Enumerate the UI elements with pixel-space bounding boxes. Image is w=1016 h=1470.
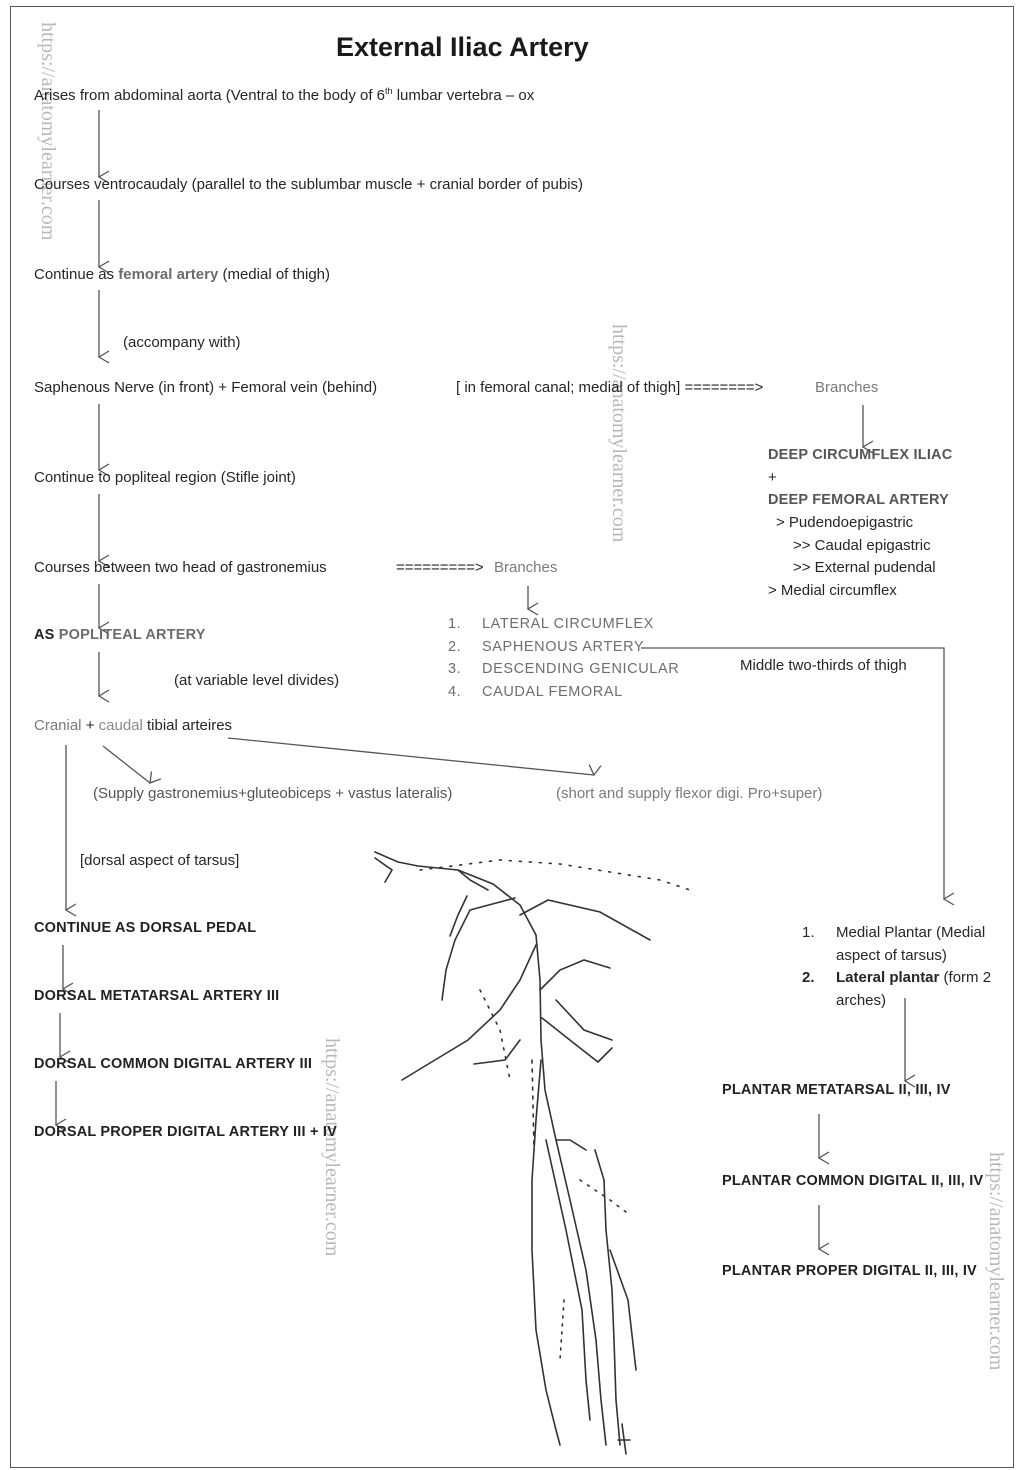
branch-item-4: 4.CAUDAL FEMORAL <box>448 684 623 700</box>
arrow-tibial-supply-right <box>227 737 602 777</box>
plantar-item-1-num: 1. <box>802 924 815 941</box>
note-middle-thigh: Middle two-thirds of thigh <box>740 657 907 674</box>
deep-femoral-artery: DEEP FEMORAL ARTERY <box>768 492 950 508</box>
arrow-tibial-supply-left <box>102 745 162 784</box>
branch-item-1: 1.LATERAL CIRCUMFLEX <box>448 616 654 632</box>
node-courses: Courses ventrocaudaly (parallel to the s… <box>34 176 584 193</box>
plantar-item-2-cont: arches) <box>836 992 887 1009</box>
plantar-item-1-cont: aspect of tarsus) <box>836 947 947 964</box>
deep-medial-circumflex: > Medial circumflex <box>768 582 897 599</box>
node-dorsal-proper-digital: DORSAL PROPER DIGITAL ARTERY III + IV <box>34 1124 337 1140</box>
watermark-center: https://anatomylearner.com <box>608 324 630 543</box>
page-frame <box>10 6 1014 1468</box>
node-plantar-common-digital: PLANTAR COMMON DIGITAL II, III, IV <box>722 1173 984 1189</box>
deep-caudal-epigastric: >> Caudal epigastric <box>793 537 931 554</box>
plantar-item-2: Lateral plantar (form 2 <box>836 969 992 986</box>
note-dorsal-tarsus: [dorsal aspect of tarsus] <box>80 852 240 869</box>
note-supply-right: (short and supply flexor digi. Pro+super… <box>556 785 823 802</box>
node-dorsal-metatarsal: DORSAL METATARSAL ARTERY III <box>34 988 280 1004</box>
arrow-saphenous-plantar <box>641 647 955 906</box>
deep-external-pudendal: >> External pudendal <box>793 559 936 576</box>
deep-plus: + <box>768 469 777 486</box>
node-tibial-arteries: Cranial + caudal tibial arteires <box>34 717 233 734</box>
note-accompany: (accompany with) <box>123 334 241 351</box>
watermark-right: https://anatomylearner.com <box>985 1152 1007 1371</box>
page-title: External Iliac Artery <box>336 32 589 62</box>
femoral-artery-label: femoral artery <box>118 266 219 283</box>
arrow-text-branches: =========> <box>396 559 484 576</box>
node-continue-femoral: Continue as femoral artery (medial of th… <box>34 266 331 283</box>
label-branches-2: Branches <box>494 559 558 576</box>
deep-pudendoepigastric: > Pudendoepigastric <box>776 514 914 531</box>
node-arises: Arises from abdominal aorta (Ventral to … <box>34 86 535 104</box>
plantar-item-2-num: 2. <box>802 969 815 986</box>
branch-item-2: 2.SAPHENOUS ARTERY <box>448 639 645 655</box>
node-femoral-canal: [ in femoral canal; medial of thigh] ===… <box>456 379 764 396</box>
node-dorsal-common-digital: DORSAL COMMON DIGITAL ARTERY III <box>34 1056 313 1072</box>
note-variable-level: (at variable level divides) <box>174 672 340 689</box>
branch-item-3: 3.DESCENDING GENICULAR <box>448 661 680 677</box>
node-between-heads: Courses between two head of gastronemius <box>34 559 327 576</box>
watermark-bottom: https://anatomylearner.com <box>321 1038 343 1257</box>
node-popliteal-region: Continue to popliteal region (Stifle joi… <box>34 469 296 486</box>
node-plantar-metatarsal: PLANTAR METATARSAL II, III, IV <box>722 1082 951 1098</box>
node-plantar-proper-digital: PLANTAR PROPER DIGITAL II, III, IV <box>722 1263 977 1279</box>
plantar-item-1: Medial Plantar (Medial <box>836 924 986 941</box>
note-supply-left: (Supply gastronemius+gluteobiceps + vast… <box>93 785 453 802</box>
node-popliteal-artery: AS POPLITEAL ARTERY <box>34 627 206 643</box>
label-branches-1: Branches <box>815 379 879 396</box>
node-saphenous-femoral-vein: Saphenous Nerve (in front) + Femoral vei… <box>34 379 378 396</box>
node-dorsal-pedal: CONTINUE AS DORSAL PEDAL <box>34 920 257 936</box>
artery-sketch <box>374 851 691 1455</box>
watermark-left: https://anatomylearner.com <box>37 22 59 241</box>
popliteal-artery-label: POPLITEAL ARTERY <box>58 627 206 643</box>
deep-circumflex-iliac: DEEP CIRCUMFLEX ILIAC <box>768 447 953 463</box>
